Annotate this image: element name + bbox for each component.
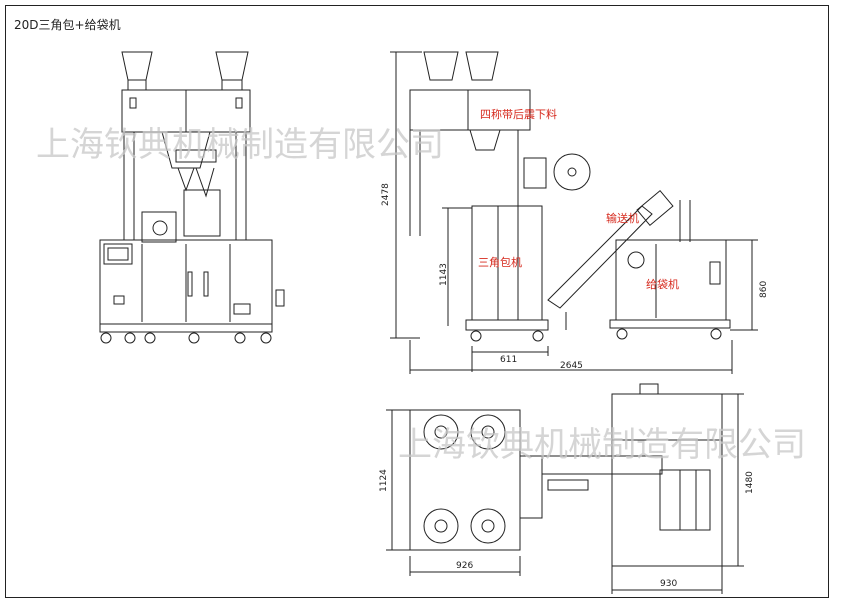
watermark-top: 上海钦典机械制造有限公司 — [36, 125, 444, 165]
label-bag-feeder: 给袋机 — [646, 277, 679, 291]
side-view — [390, 51, 758, 374]
label-conveyor: 输送机 — [606, 211, 639, 225]
label-triangle-bag: 三角包机 — [478, 255, 522, 269]
label-four-scale: 四称带后震下料 — [480, 107, 557, 121]
incline-conveyor — [547, 205, 653, 309]
drawing-title: 20D三角包+给袋机 — [14, 18, 121, 32]
dim-860: 860 — [759, 281, 769, 298]
drawing-frame — [5, 5, 829, 598]
watermark-bottom: 上海钦典机械制造有限公司 — [398, 425, 806, 465]
dim-926: 926 — [456, 561, 473, 571]
dim-1480: 1480 — [745, 471, 755, 494]
dim-930: 930 — [660, 579, 677, 589]
plan-view — [386, 383, 744, 594]
dim-2478: 2478 — [381, 183, 391, 206]
dim-611: 611 — [500, 355, 517, 365]
plan-right-block — [611, 393, 723, 567]
dim-1143: 1143 — [439, 263, 449, 286]
dim-1124: 1124 — [379, 469, 389, 492]
dim-2645: 2645 — [560, 361, 583, 371]
front-view — [99, 51, 285, 344]
